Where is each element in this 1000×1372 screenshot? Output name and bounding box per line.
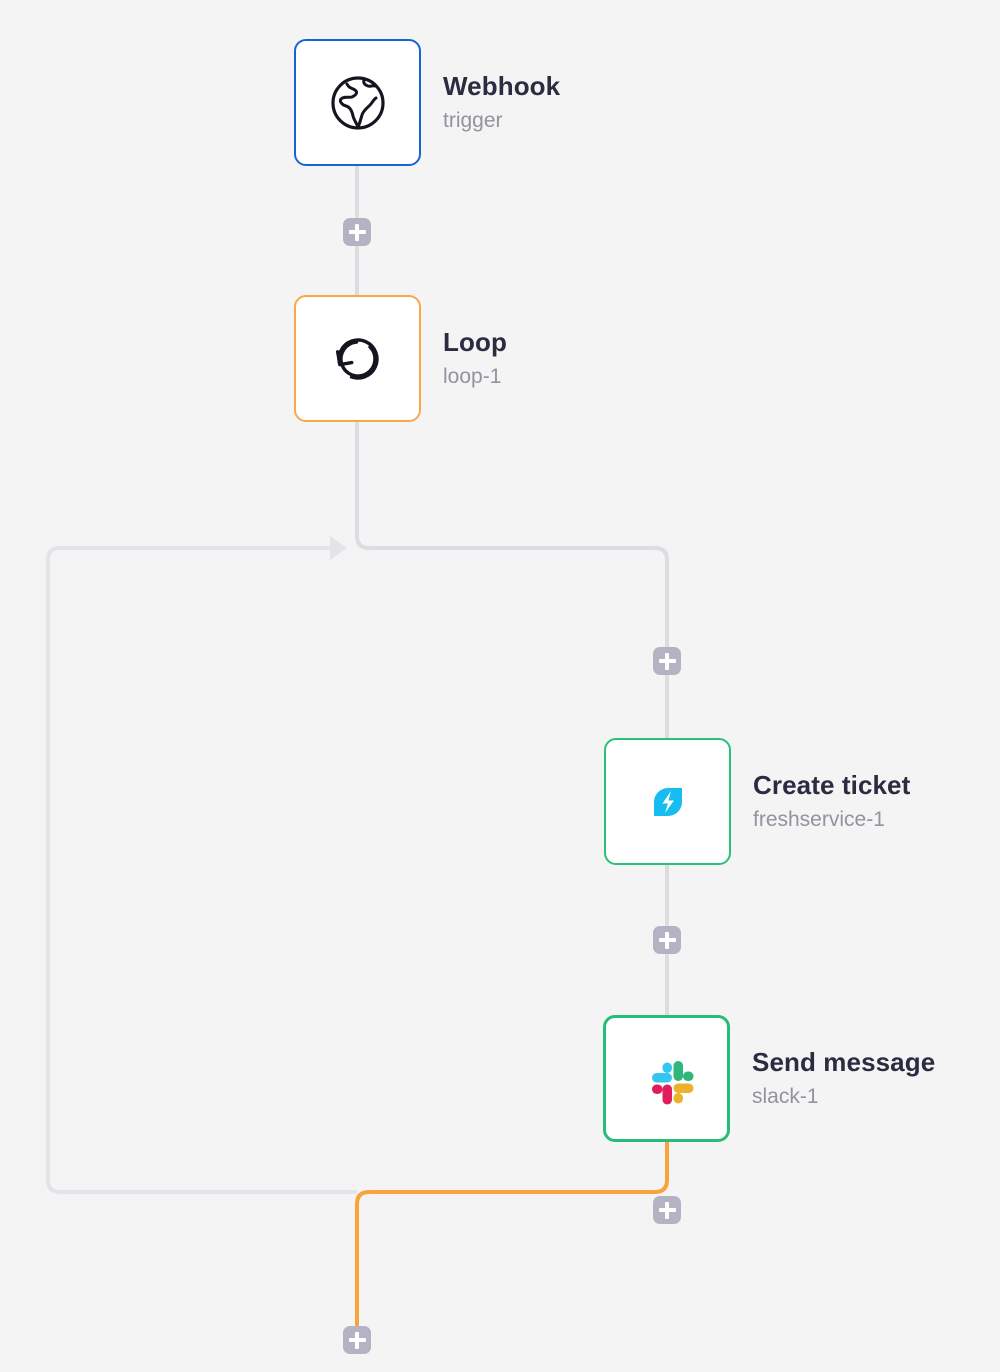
add-step-button-before-freshservice[interactable] bbox=[653, 647, 681, 675]
node-webhook[interactable]: Webhook trigger bbox=[294, 39, 560, 166]
node-slack-subtitle: slack-1 bbox=[752, 1084, 819, 1108]
globe-icon bbox=[327, 72, 389, 134]
plus-icon-v bbox=[665, 931, 669, 949]
add-step-button-after-loop-exit[interactable] bbox=[343, 1326, 371, 1354]
plus-icon-v bbox=[665, 652, 669, 670]
node-slack-box[interactable] bbox=[603, 1015, 730, 1142]
node-webhook-box[interactable] bbox=[294, 39, 421, 166]
node-webhook-subtitle: trigger bbox=[443, 108, 503, 132]
node-freshservice-box[interactable] bbox=[604, 738, 731, 865]
node-slack-title: Send message bbox=[752, 1046, 936, 1077]
edge-arrowhead-icon bbox=[330, 536, 347, 560]
loop-arrow-icon bbox=[327, 328, 389, 390]
add-step-button-after-slack[interactable] bbox=[653, 1196, 681, 1224]
node-webhook-title: Webhook bbox=[443, 70, 561, 101]
plus-icon-v bbox=[355, 223, 359, 241]
node-freshservice-title: Create ticket bbox=[753, 769, 911, 800]
node-freshservice-subtitle: freshservice-1 bbox=[753, 807, 885, 831]
node-loop-subtitle: loop-1 bbox=[443, 364, 502, 388]
plus-icon-v bbox=[355, 1331, 359, 1349]
add-step-button-after-webhook[interactable] bbox=[343, 218, 371, 246]
freshservice-icon bbox=[640, 774, 696, 830]
edge-slack-to-loop-back bbox=[355, 1142, 669, 1326]
node-loop[interactable]: Loop loop-1 bbox=[294, 295, 507, 422]
edge-loop-to-freshservice bbox=[355, 422, 669, 738]
edge-loop-back-return bbox=[46, 546, 357, 1194]
plus-icon-v bbox=[665, 1201, 669, 1219]
slack-icon bbox=[636, 1048, 698, 1110]
add-step-button-between-freshservice-slack[interactable] bbox=[653, 926, 681, 954]
node-slack-labels: Send message slack-1 bbox=[752, 1046, 936, 1109]
node-freshservice-labels: Create ticket freshservice-1 bbox=[753, 769, 911, 832]
node-slack[interactable]: Send message slack-1 bbox=[603, 1015, 935, 1142]
node-webhook-labels: Webhook trigger bbox=[443, 70, 561, 133]
node-loop-labels: Loop loop-1 bbox=[443, 326, 507, 389]
node-loop-title: Loop bbox=[443, 326, 507, 357]
node-freshservice[interactable]: Create ticket freshservice-1 bbox=[604, 738, 910, 865]
node-loop-box[interactable] bbox=[294, 295, 421, 422]
